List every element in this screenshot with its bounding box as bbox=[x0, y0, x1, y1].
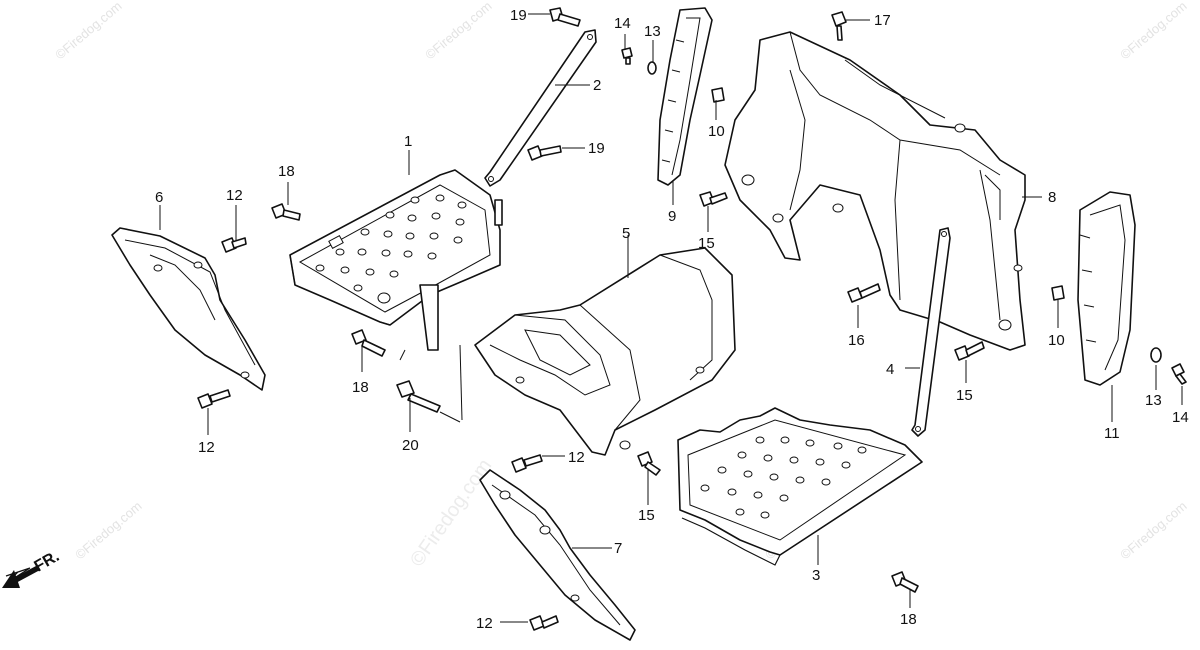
callout-18: 18 bbox=[278, 163, 295, 180]
clip-14-top bbox=[621, 47, 633, 65]
front-arrow-shaft-icon bbox=[10, 566, 40, 584]
watermark-bottom-right: ©Firedog.com bbox=[1117, 498, 1189, 562]
callout-18: 18 bbox=[352, 379, 369, 396]
bolt-15-right bbox=[954, 341, 985, 361]
callout-4: 4 bbox=[886, 361, 894, 378]
bolt-19-top bbox=[549, 7, 581, 27]
callout-19: 19 bbox=[588, 140, 605, 157]
part-1-step-floor bbox=[289, 169, 503, 351]
callout-20: 20 bbox=[402, 437, 419, 454]
clip-14-right bbox=[1171, 363, 1187, 385]
part-6-bracket bbox=[111, 227, 266, 391]
callout-1: 1 bbox=[404, 133, 412, 150]
part-2-strap bbox=[484, 29, 597, 187]
step-floor-3-dimples bbox=[700, 436, 867, 519]
callout-12: 12 bbox=[198, 439, 215, 456]
callout-19: 19 bbox=[510, 7, 527, 24]
part-8-rear-panel bbox=[724, 31, 1026, 351]
watermark-top-right: ©Firedog.com bbox=[1117, 0, 1189, 62]
bolt-17 bbox=[831, 11, 847, 41]
callouts: 19 2 19 14 13 10 9 15 17 8 18 1 6 12 18 … bbox=[155, 7, 1189, 632]
callout-12: 12 bbox=[476, 615, 493, 632]
bolt-12-bottom bbox=[529, 615, 559, 631]
callout-10: 10 bbox=[1048, 332, 1065, 349]
bolt-12-upper bbox=[221, 237, 247, 253]
watermark-bottom-left: ©Firedog.com bbox=[72, 498, 144, 562]
callout-12: 12 bbox=[568, 449, 585, 466]
clip-10-right bbox=[1051, 285, 1065, 301]
callout-11: 11 bbox=[1104, 425, 1120, 442]
callout-3: 3 bbox=[812, 567, 820, 584]
callout-15: 15 bbox=[638, 507, 655, 524]
watermark-center: ©Firedog.com bbox=[406, 455, 496, 571]
callout-10: 10 bbox=[708, 123, 725, 140]
callout-18: 18 bbox=[900, 611, 917, 628]
front-indicator: FR. bbox=[2, 548, 62, 588]
part-9-side-cover bbox=[657, 7, 713, 186]
part-11-side-cover bbox=[1077, 191, 1136, 386]
callout-5: 5 bbox=[622, 225, 630, 242]
part-5-tunnel-cover bbox=[474, 247, 736, 456]
callout-13: 13 bbox=[1145, 392, 1162, 409]
leader-lines bbox=[159, 13, 1183, 623]
part-4-strap bbox=[911, 227, 951, 437]
bolt-12-lower-left bbox=[197, 389, 231, 409]
bolts bbox=[197, 7, 1187, 631]
callout-17: 17 bbox=[874, 12, 891, 29]
bolt-18-top bbox=[271, 203, 301, 221]
front-arrow-head-icon bbox=[2, 570, 20, 588]
watermark-top-center: ©Firedog.com bbox=[422, 0, 494, 62]
bolt-15-upper bbox=[699, 191, 728, 207]
bolt-19-mid bbox=[527, 145, 562, 161]
bolt-20 bbox=[396, 380, 441, 413]
bolt-16 bbox=[847, 283, 881, 303]
callout-12: 12 bbox=[226, 187, 243, 204]
step-floor-1-dimples bbox=[315, 194, 467, 304]
callout-14: 14 bbox=[1172, 409, 1189, 426]
part-3-step-floor bbox=[677, 407, 923, 566]
callout-15: 15 bbox=[956, 387, 973, 404]
bolt-18-mid bbox=[351, 329, 386, 357]
callout-15: 15 bbox=[698, 235, 715, 252]
callout-9: 9 bbox=[668, 208, 676, 225]
callout-13: 13 bbox=[644, 23, 661, 40]
callout-16: 16 bbox=[848, 332, 865, 349]
bolt-12-center bbox=[511, 454, 543, 473]
callout-14: 14 bbox=[614, 15, 631, 32]
callout-8: 8 bbox=[1048, 189, 1056, 206]
part-7-bracket bbox=[479, 469, 636, 641]
callout-6: 6 bbox=[155, 189, 163, 206]
bolt-15-lower bbox=[637, 451, 661, 476]
washer-13-top bbox=[647, 61, 657, 75]
watermark-top-left: ©Firedog.com bbox=[52, 0, 124, 62]
bolt-18-bottom bbox=[891, 571, 919, 593]
callout-7: 7 bbox=[614, 540, 622, 557]
washer-13-right bbox=[1150, 347, 1162, 363]
callout-2: 2 bbox=[593, 77, 601, 94]
clip-10-top bbox=[711, 87, 725, 103]
